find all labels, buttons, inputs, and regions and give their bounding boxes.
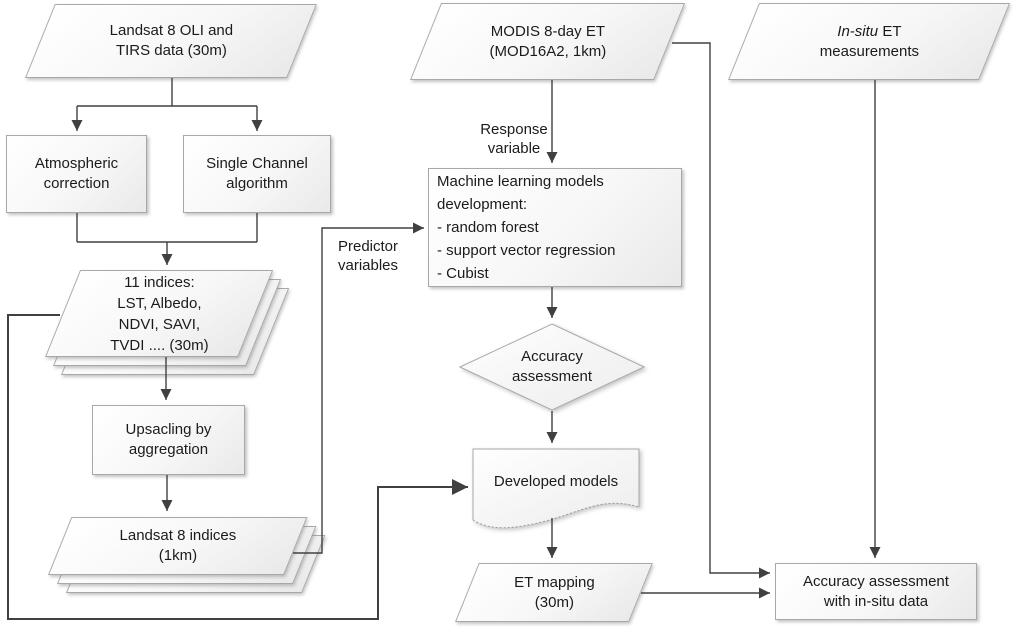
single-channel-label: Single Channel algorithm: [206, 155, 308, 192]
modis-input-label: MODIS 8-day ET (MOD16A2, 1km): [489, 22, 607, 60]
accuracy-assessment-node: Accuracy assessment: [459, 323, 645, 411]
accuracy-insitu-node: Accuracy assessment with in-situ data: [775, 563, 977, 620]
edge-landsat-split: [77, 78, 257, 107]
indices-30m-label: 11 indices: LST, Albedo, NDVI, SAVI, TVD…: [110, 273, 209, 354]
document-shape: [472, 448, 640, 529]
et-mapping-node: ET mapping (30m): [455, 563, 653, 622]
atmospheric-correction-label: Atmospheric correction: [34, 155, 119, 192]
et-mapping-label: ET mapping (30m): [514, 573, 595, 611]
edge-predictor-variables: [293, 222, 424, 554]
accuracy-insitu-label: Accuracy assessment with in-situ data: [803, 572, 949, 610]
modis-input-node: MODIS 8-day ET (MOD16A2, 1km): [410, 3, 686, 80]
accuracy-assessment-label: Accuracy assessment: [511, 348, 593, 385]
diamond-shape: [459, 323, 645, 411]
developed-models-node: Developed models: [472, 448, 640, 530]
atmospheric-correction-node: Atmospheric correction: [6, 135, 147, 213]
ml-development-node: Machine learning models development: - r…: [428, 168, 682, 287]
landsat-input-node: Landsat 8 OLI and TIRS data (30m): [25, 4, 317, 78]
indices-30m-node: 11 indices: LST, Albedo, NDVI, SAVI, TVD…: [45, 270, 274, 357]
single-channel-node: Single Channel algorithm: [183, 135, 331, 213]
indices-1km-node: Landsat 8 indices (1km): [48, 517, 308, 575]
developed-models-label: Developed models: [493, 473, 619, 490]
response-variable-label: Response variable: [480, 121, 548, 157]
edge-modis-to-accuracy: [672, 42, 770, 579]
ml-development-label: Machine learning models development: - r…: [437, 173, 616, 282]
predictor-variables-label: Predictor variables: [338, 238, 399, 274]
upscaling-label: Upsacling by aggregation: [125, 421, 212, 458]
landsat-input-label: Landsat 8 OLI and TIRS data (30m): [109, 22, 234, 59]
indices-1km-label: Landsat 8 indices (1km): [119, 527, 237, 564]
edge-merge: [76, 213, 258, 243]
upscaling-node: Upsacling by aggregation: [92, 405, 245, 475]
